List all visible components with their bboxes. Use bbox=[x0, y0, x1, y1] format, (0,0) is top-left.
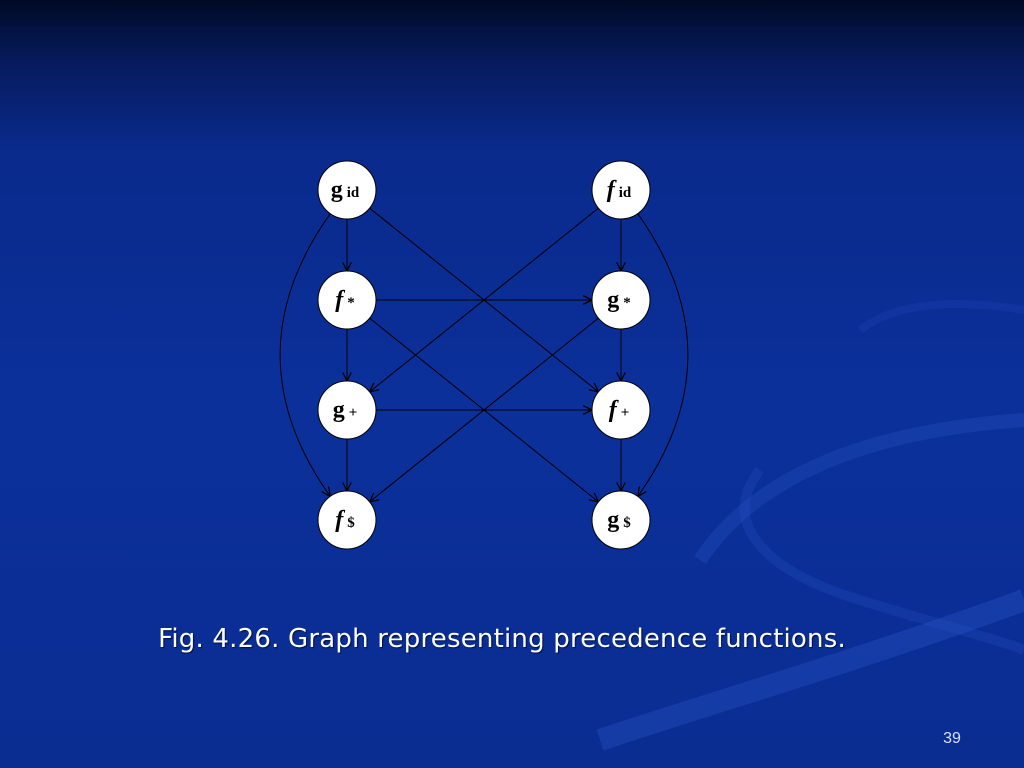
node-function-name: f bbox=[609, 397, 619, 423]
node-f-plus: f+ bbox=[591, 380, 651, 440]
node-g-plus: g+ bbox=[317, 380, 377, 440]
node-label: f+ bbox=[609, 397, 630, 423]
page-number: 39 bbox=[943, 730, 961, 747]
node-g-dollar: g$ bbox=[591, 490, 651, 550]
node-circle bbox=[591, 270, 651, 330]
node-function-name: f bbox=[335, 507, 345, 533]
node-circle bbox=[591, 380, 651, 440]
edge-g-id-to-f-dollar bbox=[279, 213, 330, 497]
node-subscript: + bbox=[349, 405, 358, 421]
node-label: f* bbox=[335, 287, 355, 313]
node-subscript: id bbox=[347, 185, 360, 201]
node-circle bbox=[317, 490, 377, 550]
node-circle bbox=[317, 270, 377, 330]
node-label: g+ bbox=[333, 397, 358, 423]
node-subscript: $ bbox=[347, 515, 355, 531]
node-function-name: g bbox=[333, 397, 345, 423]
figure-caption: Fig. 4.26. Graph representing precedence… bbox=[158, 624, 846, 654]
node-f-dollar: f$ bbox=[317, 490, 377, 550]
node-circle bbox=[317, 380, 377, 440]
node-subscript: + bbox=[621, 405, 630, 421]
node-function-name: g bbox=[331, 177, 343, 203]
node-label: g$ bbox=[607, 507, 631, 533]
node-label: g* bbox=[607, 287, 631, 313]
node-circle bbox=[591, 490, 651, 550]
node-function-name: f bbox=[335, 287, 345, 313]
node-g-star: g* bbox=[591, 270, 651, 330]
node-circle bbox=[591, 160, 651, 220]
node-function-name: f bbox=[607, 177, 617, 203]
node-function-name: g bbox=[607, 507, 619, 533]
node-subscript: * bbox=[347, 295, 355, 311]
node-f-star: f* bbox=[317, 270, 377, 330]
node-function-name: g bbox=[607, 287, 619, 313]
node-circle bbox=[317, 160, 377, 220]
node-subscript: $ bbox=[623, 515, 631, 531]
edges-layer bbox=[279, 207, 689, 502]
node-label: f$ bbox=[335, 507, 355, 533]
edge-f-id-to-g-dollar bbox=[638, 213, 689, 497]
node-subscript: * bbox=[623, 295, 631, 311]
node-subscript: id bbox=[619, 185, 632, 201]
